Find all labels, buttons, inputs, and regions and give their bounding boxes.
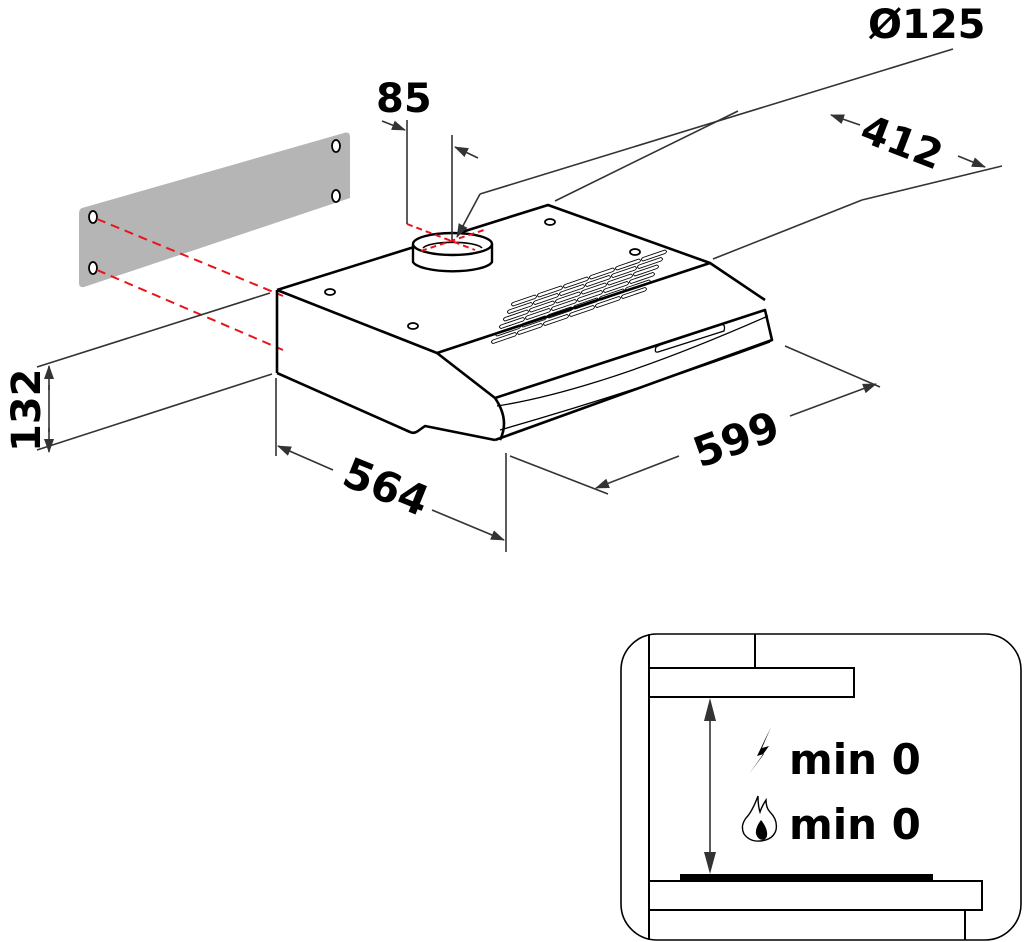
depth-top-label: 412 (854, 106, 948, 179)
wall-mounting-plate (79, 132, 350, 288)
duct-collar (406, 223, 494, 273)
vent-slot (641, 249, 667, 262)
flame-icon (741, 795, 778, 842)
vent-slot (559, 284, 585, 296)
mounting-projection-lines (96, 218, 284, 351)
depth-label: 564 (336, 448, 436, 526)
hood-shelf (648, 667, 855, 698)
plate-hole (88, 210, 98, 224)
vent-slot (637, 257, 663, 269)
vent-slot (563, 276, 589, 289)
vent-slot (629, 272, 655, 284)
vent-slot (555, 291, 581, 304)
vent-slot (491, 332, 517, 344)
width-label: 599 (687, 401, 786, 477)
vent-slot (511, 294, 537, 307)
vent-slot (633, 264, 659, 277)
vent-slot (495, 324, 521, 337)
duct-offset-label: 85 (376, 76, 432, 122)
vent-slot (595, 296, 621, 308)
vent-slot (577, 290, 603, 302)
vent-slot (611, 266, 637, 278)
electric-clearance-label: min 0 (789, 735, 921, 784)
clearance-panel: min 0 min 0 (620, 633, 1022, 941)
cooker-hood-body (275, 203, 774, 442)
vent-slot (507, 302, 533, 314)
vent-slot (607, 273, 633, 286)
plate-hole (331, 189, 341, 203)
vent-slot (589, 267, 615, 280)
vent-slot (529, 300, 555, 313)
vent-slot (573, 297, 599, 310)
vent-slot (615, 258, 641, 271)
vent-grille (491, 249, 667, 344)
vent-slot (525, 308, 551, 320)
vent-slot (621, 287, 647, 299)
vent-slot (585, 275, 611, 287)
counter (648, 880, 983, 911)
plate-hole (331, 139, 341, 153)
duct-diameter-label: Ø125 (868, 2, 986, 48)
vent-slot (537, 285, 563, 298)
dimension-lines (36, 48, 1003, 552)
lightning-bolt-icon (749, 727, 771, 774)
vent-slot (521, 315, 547, 328)
vent-slot (503, 309, 529, 322)
vent-slot (551, 299, 577, 311)
vent-slot (499, 317, 525, 329)
vent-slot (533, 293, 559, 305)
vent-slot (517, 323, 543, 335)
vent-slot (547, 306, 573, 319)
gas-clearance-label: min 0 (789, 800, 921, 849)
vent-slot (625, 279, 651, 292)
plate-hole (88, 261, 98, 275)
vent-slot (599, 288, 625, 301)
height-label: 132 (4, 369, 50, 453)
vent-slot (543, 314, 569, 326)
cooktop (680, 874, 933, 881)
vent-slot (603, 281, 629, 293)
vent-slot (569, 305, 595, 317)
vent-slot (581, 282, 607, 295)
